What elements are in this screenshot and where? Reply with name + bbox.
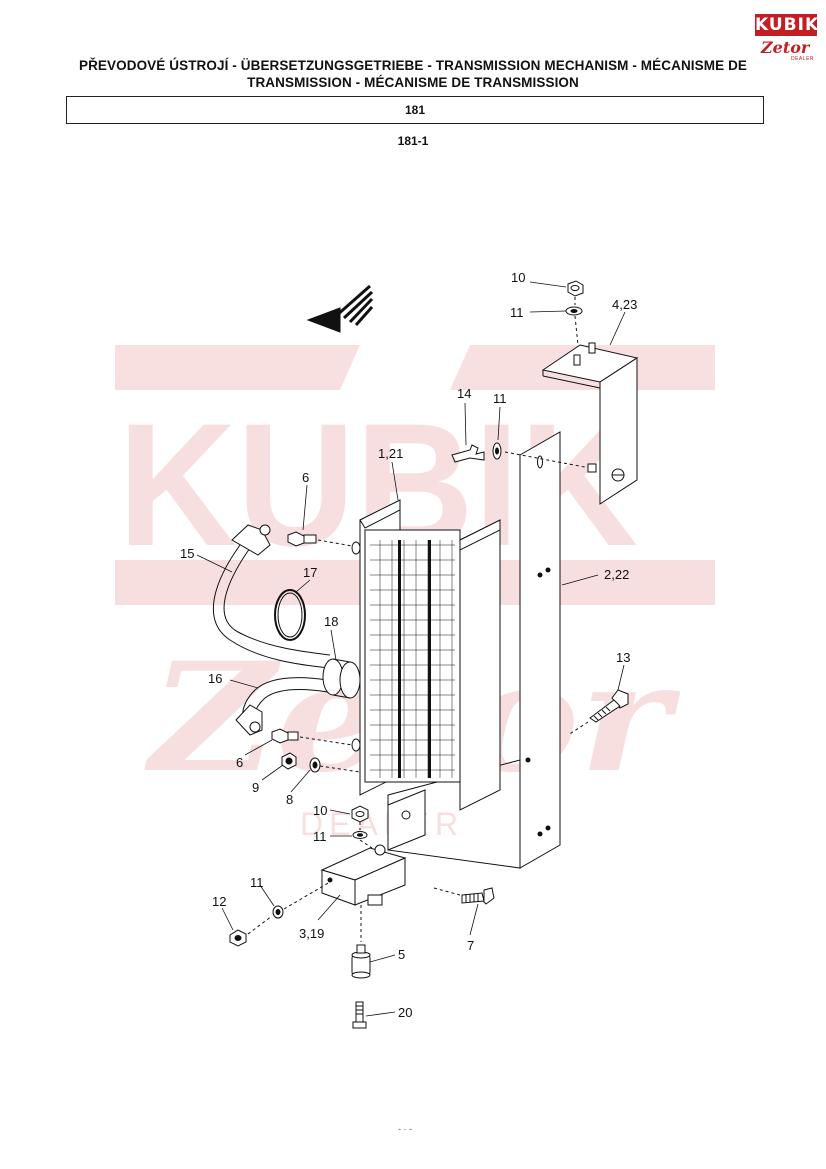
callout-1-21: 1,21	[378, 446, 403, 461]
washer-11-frame	[492, 442, 502, 460]
wing-bolt-14	[451, 444, 485, 463]
bolt-13	[589, 689, 629, 723]
callout-6-top: 6	[302, 470, 309, 485]
callout-3-19: 3,19	[299, 926, 324, 941]
callout-labels: 10 11 4,23 14 11 1,21 6 15 17 2,22 18 13…	[180, 270, 637, 1020]
nut-9	[281, 752, 297, 770]
fitting-6-top	[287, 531, 317, 547]
callout-5: 5	[398, 947, 405, 962]
sleeve-18	[322, 658, 361, 699]
callout-9: 9	[252, 780, 259, 795]
callout-10-top: 10	[511, 270, 525, 285]
support-frame-2-22	[387, 431, 561, 869]
washer-11-lower	[352, 831, 368, 839]
callout-7: 7	[467, 938, 474, 953]
callout-11-left: 11	[250, 875, 264, 890]
hose-15	[212, 524, 331, 669]
cooler-grid	[370, 540, 455, 778]
callout-16: 16	[208, 671, 222, 686]
callout-10-lower: 10	[313, 803, 327, 818]
direction-arrow	[306, 284, 374, 333]
callout-14: 14	[457, 386, 471, 401]
oil-cooler-1-21	[351, 499, 501, 811]
kubik-zetor-logo: KUBIK Zetor DEALER	[755, 14, 820, 64]
bracket-4-23	[541, 342, 639, 505]
bolt-20	[352, 1001, 367, 1029]
callout-17: 17	[303, 565, 317, 580]
diagram-linework	[196, 280, 639, 1029]
callout-11-lower: 11	[313, 829, 327, 844]
title-line-2: TRANSMISSION - MÉCANISME DE TRANSMISSION	[247, 75, 579, 90]
page-footer: - · -	[398, 1124, 412, 1134]
callout-11-frame: 11	[493, 391, 507, 406]
callout-4-23: 4,23	[612, 297, 637, 312]
callout-13: 13	[616, 650, 630, 665]
page-title: PŘEVODOVÉ ÚSTROJÍ - ÜBERSETZUNGSGETRIEBE…	[60, 57, 766, 91]
callout-20: 20	[398, 1005, 412, 1020]
washer-8	[309, 757, 321, 773]
callout-12: 12	[212, 894, 226, 909]
title-line-1: PŘEVODOVÉ ÚSTROJÍ - ÜBERSETZUNGSGETRIEBE…	[78, 58, 748, 73]
clamp-17	[274, 589, 306, 641]
rubber-damper-5	[351, 944, 371, 979]
callout-2-22: 2,22	[604, 567, 629, 582]
fitting-6-lower	[271, 728, 299, 744]
logo-dealer-text: DEALER	[791, 56, 815, 62]
washer-11-left	[272, 905, 284, 919]
washer-11-top	[565, 306, 583, 316]
nut-10-top	[567, 280, 584, 297]
figure-number: 181-1	[397, 134, 429, 148]
callout-18: 18	[324, 614, 338, 629]
callout-11-top: 11	[510, 305, 524, 320]
logo-kubik-text: KUBIK	[755, 14, 820, 36]
callout-6-lower: 6	[236, 755, 243, 770]
nut-10-lower	[351, 805, 369, 823]
bracket-3-19	[320, 789, 426, 906]
hose-16	[235, 677, 329, 736]
callout-15: 15	[180, 546, 194, 561]
watermark-dealer-text: DEALER	[300, 806, 464, 842]
nut-12	[229, 929, 247, 947]
logo-zetor-text: Zetor	[761, 38, 810, 57]
bolt-7	[461, 887, 495, 905]
leader-lines	[196, 281, 626, 1017]
section-number-box: 181	[66, 96, 764, 124]
callout-8: 8	[286, 792, 293, 807]
